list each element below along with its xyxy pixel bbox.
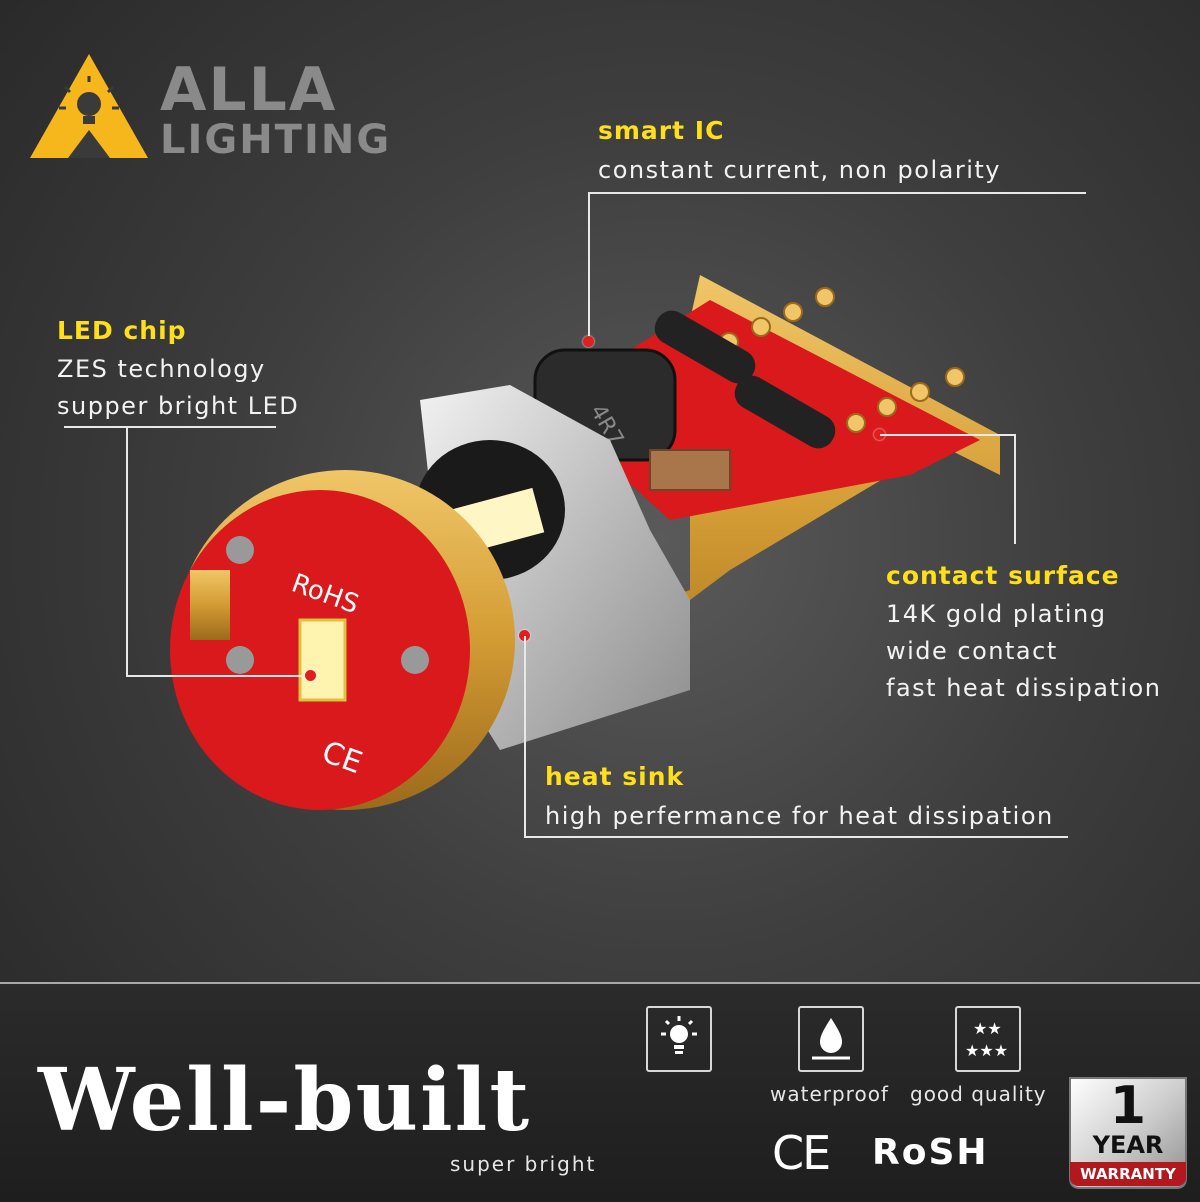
waterproof-label: waterproof [770, 1082, 889, 1106]
subline: super bright [450, 1152, 597, 1176]
rosh-certification: RoSH [872, 1132, 989, 1173]
ce-certification: CE [772, 1126, 831, 1180]
callout-led-chip-line [64, 426, 276, 428]
callout-heat-sink-desc: high perfermance for heat dissipation [545, 802, 1054, 830]
callout-smart-ic-leader [588, 192, 590, 340]
good-quality-label: good quality [910, 1082, 1047, 1106]
callout-contact-desc-3: fast heat dissipation [886, 674, 1162, 702]
callout-heat-sink-line [524, 836, 1068, 838]
led-bulb-illustration: 4R7 RoHS CE [170, 275, 1000, 810]
callout-led-chip-title: LED chip [57, 316, 187, 345]
callout-contact-desc-1: 14K gold plating [886, 600, 1107, 628]
callout-smart-ic-desc: constant current, non polarity [598, 156, 1001, 184]
brand-name: ALLA [160, 55, 338, 125]
warranty-badge: 1 YEAR WARRANTY [1064, 1074, 1192, 1192]
bright-bulb-icon [646, 1006, 712, 1072]
callout-contact-dot [874, 429, 885, 440]
svg-text:★★★: ★★★ [965, 1041, 1008, 1060]
water-drop-icon [798, 1006, 864, 1072]
callout-contact-title: contact surface [886, 561, 1120, 590]
stars-icon: ★★ ★★★ [955, 1006, 1021, 1072]
callout-smart-ic-dot [583, 336, 594, 347]
headline: Well-built [38, 1050, 532, 1151]
warranty-number: 1 [1109, 1076, 1147, 1136]
warranty-label: WARRANTY [1070, 1162, 1186, 1186]
callout-led-chip-leader-h [126, 675, 310, 677]
callout-led-chip-desc-2: supper bright LED [57, 392, 300, 420]
callout-contact-leader [1014, 434, 1016, 544]
callout-heat-sink-dot [519, 630, 530, 641]
callout-heat-sink-title: heat sink [545, 762, 685, 791]
warranty-unit: YEAR [1092, 1131, 1164, 1159]
callout-smart-ic-title: smart IC [598, 116, 725, 145]
callout-led-chip-dot [305, 670, 316, 681]
callout-contact-leader-h [880, 434, 1016, 436]
lamp-triangle-icon [30, 54, 148, 158]
callout-led-chip-desc-1: ZES technology [57, 355, 266, 383]
callout-heat-sink-leader [524, 636, 526, 836]
callout-led-chip-leader [126, 426, 128, 676]
bottom-banner [0, 982, 1200, 1202]
brand-logo: ALLA LIGHTING [28, 52, 389, 162]
brand-subname: LIGHTING [160, 117, 392, 163]
svg-text:★★: ★★ [973, 1019, 1002, 1038]
callout-smart-ic-line [588, 192, 1086, 194]
callout-contact-desc-2: wide contact [886, 637, 1058, 665]
